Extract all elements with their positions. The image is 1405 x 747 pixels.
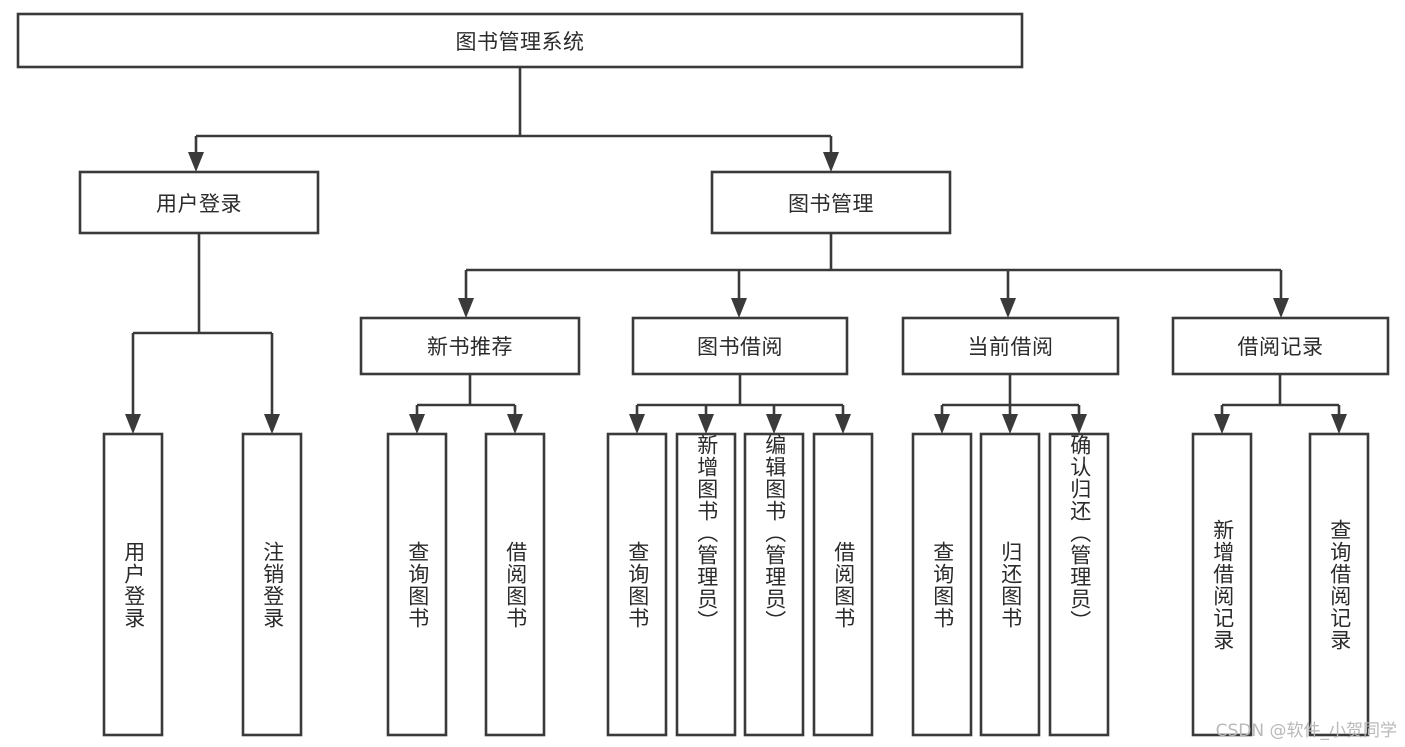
connector-layer — [125, 67, 1347, 434]
node-box-leaf-query-record[interactable] — [1308, 432, 1370, 737]
node-box-root[interactable] — [16, 12, 1024, 69]
arrow-currentborrow-leaf-2 — [1002, 414, 1018, 434]
node-box-leaf-query-book-2[interactable] — [606, 432, 668, 737]
arrow-bookmgmt-to-newbook — [458, 298, 474, 318]
arrow-borrowrecord-leaf-1 — [1214, 414, 1230, 434]
arrow-userlogin-leaf-1 — [125, 414, 141, 434]
node-box-leaf-confirm-return[interactable] — [1048, 432, 1110, 737]
node-box-leaf-logout-login[interactable] — [241, 432, 303, 737]
node-box-leaf-user-login[interactable] — [102, 432, 164, 737]
arrow-root-to-user-login — [188, 152, 204, 172]
node-box-leaf-add-record[interactable] — [1191, 432, 1253, 737]
arrow-bookborrow-leaf-4 — [835, 414, 851, 434]
arrow-root-to-book-management — [823, 152, 839, 172]
arrow-bookborrow-leaf-1 — [629, 414, 645, 434]
arrow-bookmgmt-to-borrowrecord — [1273, 298, 1289, 318]
arrow-bookmgmt-to-bookborrow — [731, 298, 747, 318]
arrow-bookborrow-leaf-3 — [766, 414, 782, 434]
node-box-user-login[interactable] — [78, 170, 320, 235]
node-box-leaf-borrow-book-1[interactable] — [484, 432, 546, 737]
node-box-book-management[interactable] — [710, 170, 952, 235]
arrow-newbook-leaf-2 — [507, 414, 523, 434]
node-box-leaf-query-book-3[interactable] — [911, 432, 973, 737]
node-box-leaf-edit-book[interactable] — [743, 432, 805, 737]
node-box-leaf-return-book[interactable] — [979, 432, 1041, 737]
arrow-userlogin-leaf-2 — [264, 414, 280, 434]
arrow-bookmgmt-to-currentborrow — [1000, 298, 1016, 318]
arrow-newbook-leaf-1 — [409, 414, 425, 434]
node-box-borrow-record[interactable] — [1171, 316, 1390, 376]
arrow-currentborrow-leaf-3 — [1071, 414, 1087, 434]
arrow-currentborrow-leaf-1 — [934, 414, 950, 434]
node-box-leaf-borrow-book-2[interactable] — [812, 432, 874, 737]
node-box-layer — [16, 12, 1390, 737]
arrow-borrowrecord-leaf-2 — [1331, 414, 1347, 434]
csdn-watermark: CSDN @软件_小贺同学 — [1215, 721, 1397, 741]
node-box-new-book-recommend[interactable] — [359, 316, 581, 376]
node-box-leaf-query-book-1[interactable] — [386, 432, 448, 737]
arrow-bookborrow-leaf-2 — [698, 414, 714, 434]
node-box-current-borrow[interactable] — [901, 316, 1120, 376]
node-box-leaf-add-book[interactable] — [675, 432, 737, 737]
node-box-book-borrow[interactable] — [631, 316, 849, 376]
